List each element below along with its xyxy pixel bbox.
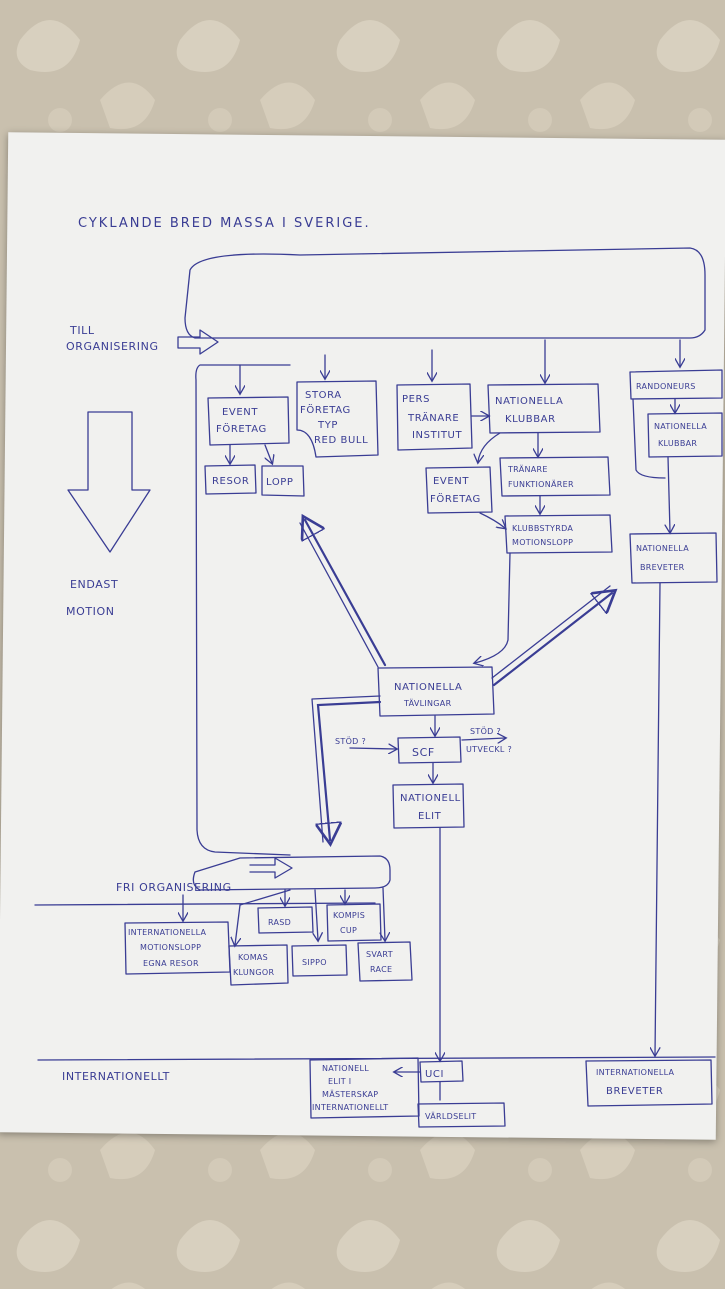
nat-elit-int-text-2: ELIT I	[328, 1077, 351, 1086]
organisering-label: ORGANISERING	[66, 340, 159, 353]
box-scf	[397, 736, 462, 764]
box-int-breveter	[585, 1059, 713, 1107]
lopp-text: LOPP	[266, 477, 294, 488]
endast-motion-arrow	[67, 411, 151, 553]
kompis-text-2: CUP	[340, 926, 357, 935]
pers-text-1: PERS	[402, 394, 430, 405]
nat-breveter-text-1: NATIONELLA	[636, 544, 689, 553]
box-komas-klungor	[228, 944, 289, 986]
box-nationella-klubbar	[487, 383, 601, 434]
nat-breveter-text-2: BREVETER	[640, 563, 685, 572]
box-svart-race	[357, 941, 413, 982]
svart-text-1: SVART	[366, 950, 393, 959]
varldselit-text: VÄRLDSELIT	[425, 1111, 476, 1121]
event2-text-1: EVENT	[433, 476, 469, 487]
box-tranare-funktionarer	[499, 456, 611, 497]
event2-text-2: FÖRETAG	[430, 492, 481, 505]
tranare-text-1: TRÄNARE	[507, 464, 548, 474]
box-varldselit	[417, 1102, 506, 1128]
uci-text: UCI	[425, 1069, 444, 1080]
nat-elit-text-2: ELIT	[418, 811, 442, 822]
int-motion-text-1: INTERNATIONELLA	[128, 928, 207, 937]
top-organisation-bar	[184, 247, 706, 339]
nat-klubbar2-text-1: NATIONELLA	[654, 422, 707, 431]
komas-text-1: KOMAS	[238, 953, 268, 962]
svart-text-2: RACE	[370, 965, 392, 974]
left-loop-line	[195, 364, 291, 856]
box-rasd	[257, 906, 314, 934]
box-randonneurs	[629, 369, 723, 400]
utveckling-text: UTVECKL ?	[466, 745, 512, 754]
nat-klubbar2-text-2: KLUBBAR	[658, 439, 697, 448]
nat-elit-int-text-3: MÄSTERSKAP	[322, 1089, 378, 1099]
nat-elit-text-1: NATIONELL	[400, 793, 461, 804]
resor-text: RESOR	[212, 476, 249, 487]
klubbstyrda-text-1: KLUBBSTYRDA	[512, 524, 573, 533]
till-arrow	[177, 329, 219, 355]
endast-label: ENDAST	[70, 578, 118, 591]
motion-label: MOTION	[66, 605, 115, 618]
box-nationella-klubbar-2	[647, 412, 723, 458]
box-event-foretag-2	[425, 466, 493, 514]
sippo-text: SIPPO	[302, 958, 327, 967]
scf-text: SCF	[412, 746, 435, 759]
fri-organisering-text: FRI ORGANISERING	[116, 881, 232, 894]
box-nationella-breveter	[629, 532, 718, 584]
randonneurs-text: RANDONEURS	[636, 382, 696, 391]
int-breveter-text-2: BREVETER	[606, 1086, 663, 1097]
box-pers-tranare	[396, 383, 473, 451]
till-label: TILL	[69, 324, 95, 337]
nat-elit-int-text-1: NATIONELL	[322, 1064, 369, 1073]
stora-text-3: TYP	[317, 420, 338, 431]
internationellt-text: INTERNATIONELLT	[62, 1070, 170, 1083]
nat-elit-int-text-4: INTERNATIONELLT	[312, 1103, 388, 1112]
klubbstyrda-text-2: MOTIONSLOPP	[512, 538, 573, 547]
box-resor	[204, 464, 257, 495]
rasd-text: RASD	[268, 918, 291, 927]
pers-text-2: TRÄNARE	[407, 411, 459, 424]
box-nationell-elit	[392, 783, 465, 829]
int-motion-text-3: EGNA RESOR	[143, 959, 199, 968]
komas-text-2: KLUNGOR	[233, 968, 274, 977]
fri-organisering-bar	[192, 855, 391, 891]
box-uci	[419, 1060, 464, 1083]
stod-left-text: STÖD ?	[335, 736, 366, 746]
stora-text-2: FÖRETAG	[300, 403, 351, 416]
event-foretag-text-1: EVENT	[222, 407, 258, 418]
diagram-title: CYKLANDE BRED MASSA I SVERIGE.	[78, 216, 371, 231]
nat-tavlingar-text-1: NATIONELLA	[394, 682, 463, 693]
stora-text-1: STORA	[305, 390, 342, 401]
int-breveter-text-1: INTERNATIONELLA	[596, 1068, 675, 1077]
nat-tavlingar-text-2: TÄVLINGAR	[403, 698, 452, 708]
stora-text-4: RED BULL	[314, 435, 368, 446]
nat-klubbar-text-1: NATIONELLA	[495, 396, 564, 407]
pers-text-3: INSTITUT	[412, 430, 462, 441]
box-stora-foretag	[296, 380, 379, 458]
kompis-text-1: KOMPIS	[333, 911, 365, 920]
nat-klubbar-text-2: KLUBBAR	[505, 414, 556, 425]
stod-right-text: STÖD ?	[470, 726, 501, 736]
box-sippo	[291, 944, 348, 977]
box-klubbstyrda	[504, 514, 613, 554]
event-foretag-text-2: FÖRETAG	[216, 422, 267, 435]
box-event-foretag	[207, 396, 290, 446]
box-nationella-tavlingar	[377, 666, 495, 717]
tranare-text-2: FUNKTIONÄRER	[508, 479, 574, 489]
int-motion-text-2: MOTIONSLOPP	[140, 943, 201, 952]
box-kompis-cup	[326, 903, 382, 942]
box-lopp	[261, 465, 305, 497]
